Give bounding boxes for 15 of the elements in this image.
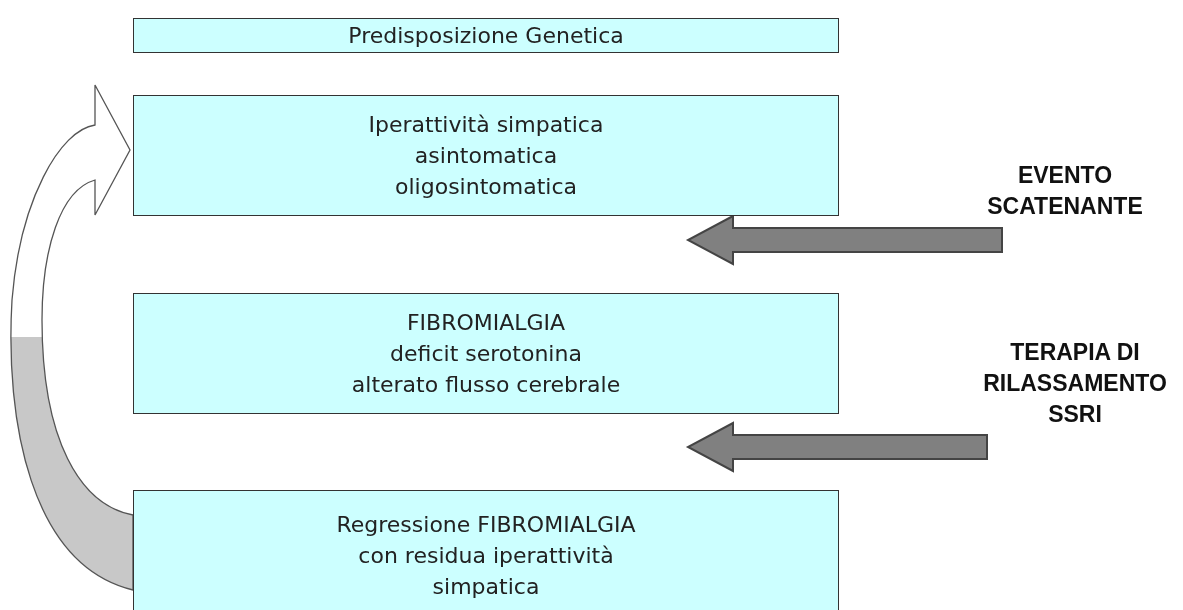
annotation-text: EVENTO SCATENANTE — [990, 160, 1140, 228]
box-text: deficit serotonina — [390, 340, 582, 368]
block-arrow — [685, 214, 1003, 266]
block-arrow — [685, 421, 988, 473]
process-box — [133, 490, 839, 610]
box-text: Regressione FIBROMIALGIA con residua iperattività simpatica — [336, 510, 636, 601]
box-text: FIBROMIALGIA — [406, 309, 566, 337]
box-text: Predisposizione Genetica — [348, 22, 624, 50]
box-text: alterato flusso cerebrale — [351, 371, 621, 399]
process-box — [133, 18, 839, 53]
process-box — [133, 293, 839, 414]
annotation-text: TERAPIA DI RILASSAMENTO SSRI — [975, 337, 1175, 435]
process-box — [133, 95, 839, 216]
box-text: Iperattività simpatica asintomatica oligosintomatica — [367, 111, 605, 201]
curved-arrow — [10, 84, 134, 591]
